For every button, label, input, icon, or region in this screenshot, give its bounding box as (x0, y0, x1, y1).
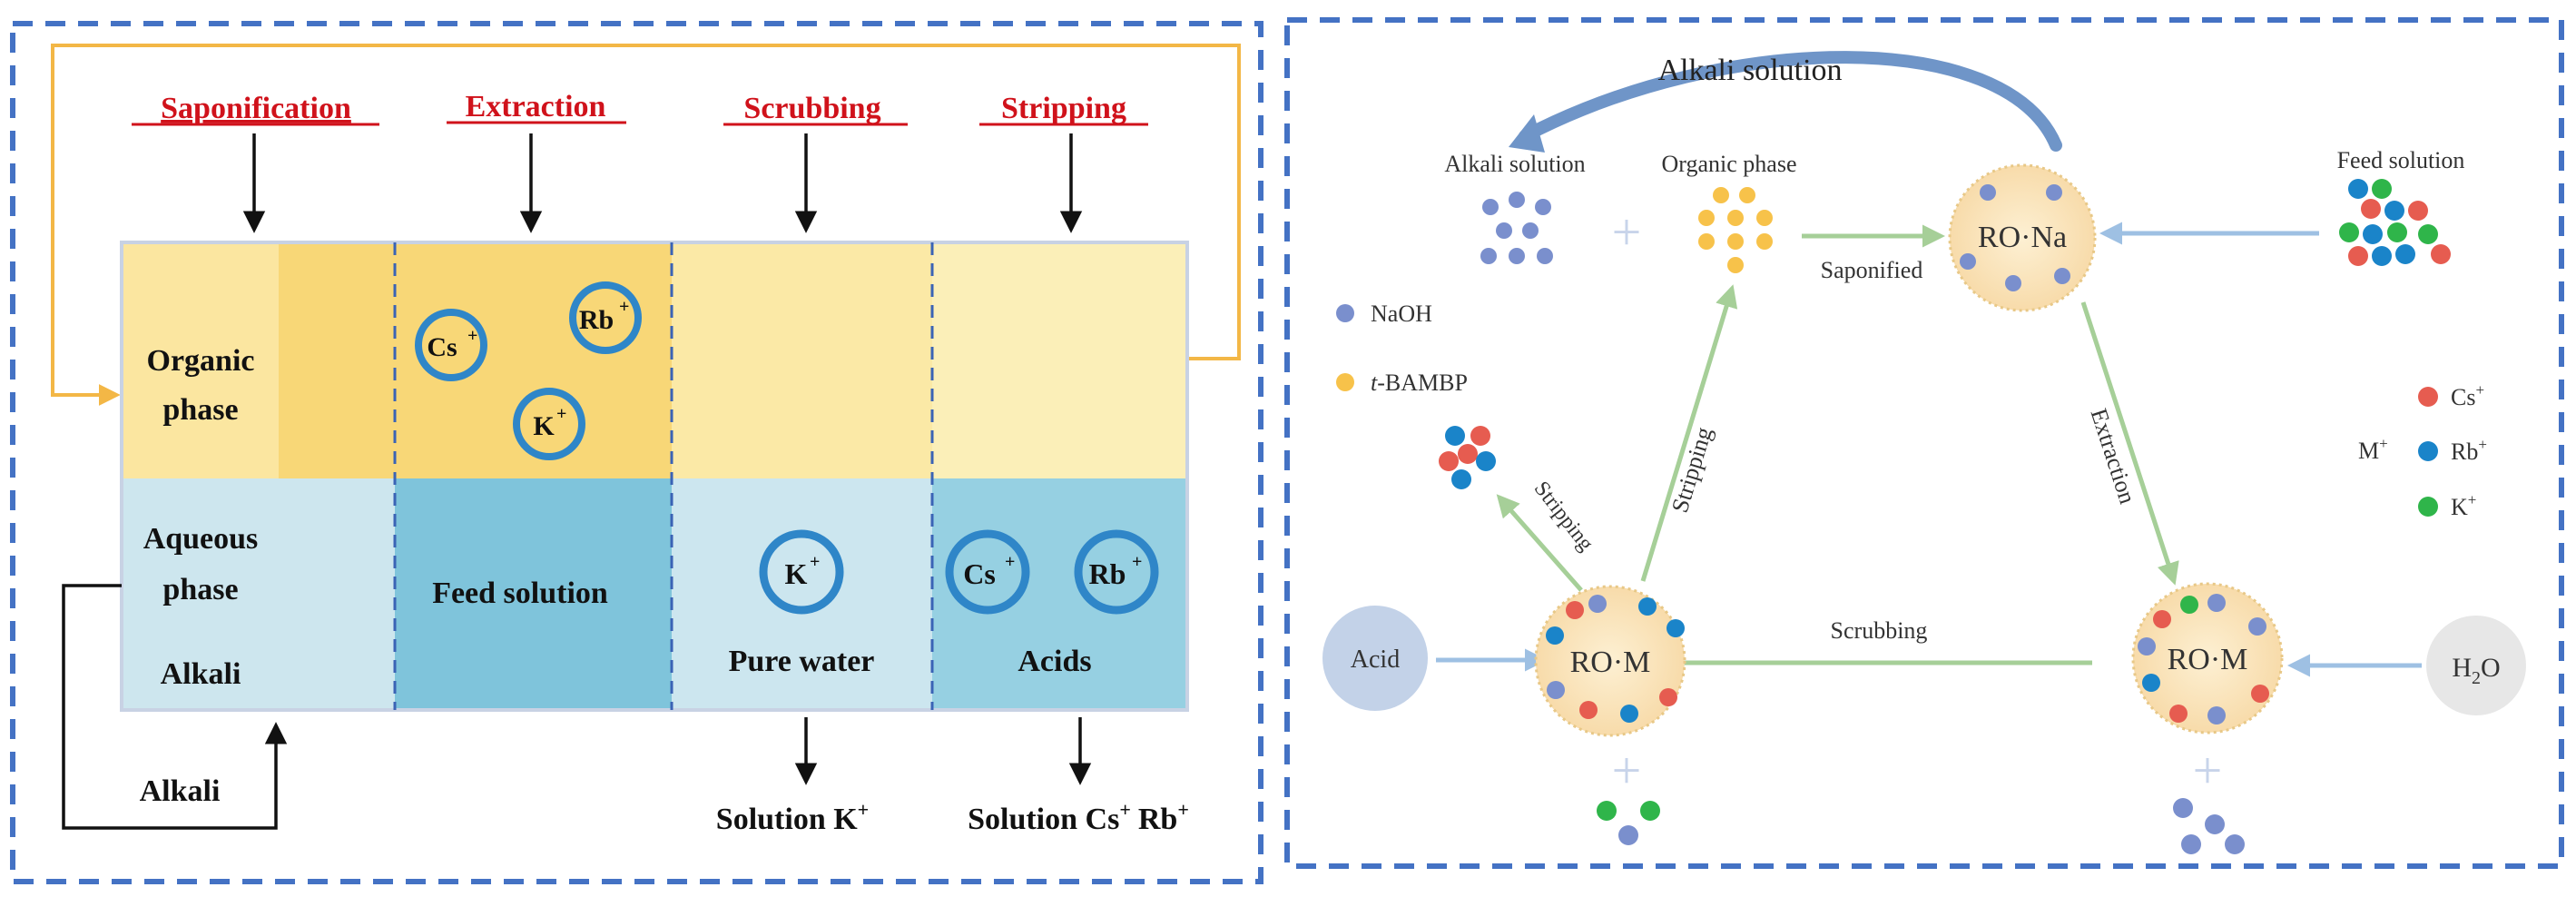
svg-text:H2O: H2O (2452, 653, 2500, 688)
step-saponification: Saponification (161, 92, 351, 125)
legend-naoh-dot (1336, 304, 1354, 322)
feed-aqueous-block-2 (395, 478, 672, 710)
h2o-node: H2O (2426, 616, 2526, 715)
arrow-extraction (2080, 301, 2179, 586)
legend-k-label: K+ (2451, 491, 2476, 520)
solution-k-label: Solution K+ (716, 798, 869, 836)
svg-text:+: + (619, 297, 629, 317)
k-dot-cluster (1597, 801, 1660, 845)
arrow-stripping-diagonal (1640, 284, 1738, 582)
ro-na-cell: RO·Na (1948, 163, 2097, 312)
ion-rb-extraction: Rb + (569, 281, 642, 354)
stripping-diagonal-label: Stripping (1667, 424, 1717, 516)
svg-text:K: K (785, 557, 808, 590)
legend-bambp-label: t-BAMBP (1371, 370, 1468, 396)
ro-m-right-cell: RO·M (2131, 582, 2284, 734)
feed-solution-label-right: Feed solution (2337, 147, 2465, 173)
svg-text:+: + (1005, 552, 1015, 572)
alkali-solution-label: Alkali solution (1444, 151, 1585, 177)
feed-solution-label: Feed solution (432, 577, 608, 610)
organic-phase-label: Organic phase (1662, 151, 1797, 177)
legend-cs-dot (2418, 387, 2438, 407)
plus-sign-left: + (1612, 741, 1642, 800)
legend-right: Cs+ M+ Rb+ K+ (2358, 381, 2487, 520)
svg-text:+: + (467, 326, 477, 346)
step-scrubbing: Scrubbing (743, 92, 880, 125)
alkali-label-inside: Alkali (161, 657, 241, 691)
organic-phase-label-1: Organic (147, 344, 255, 378)
svg-text:Acid: Acid (1351, 646, 1400, 674)
organic-phase-label-2: phase (162, 393, 238, 427)
acids-label: Acids (1018, 645, 1091, 678)
arrow-stripping-left (1496, 494, 1583, 592)
left-panel: Saponification Extraction Scrubbing Stri… (51, 44, 1241, 836)
alkali-curve-arrowhead (1509, 114, 1545, 153)
pure-water-label: Pure water (729, 645, 875, 678)
legend-rb-label: Rb+ (2451, 436, 2487, 465)
legend-cs-label: Cs+ (2451, 381, 2484, 410)
ion-rb-stripping: Rb + (1074, 529, 1159, 615)
extraction-organic-block-2 (395, 242, 672, 478)
step-extraction: Extraction (466, 90, 606, 123)
alkali-solution-top-label: Alkali solution (1657, 54, 1842, 87)
svg-text:Cs: Cs (963, 557, 996, 590)
feed-dot-cluster (2339, 179, 2451, 266)
svg-text:Rb: Rb (579, 305, 614, 335)
legend-m-label: M+ (2358, 435, 2388, 464)
naoh-small-cluster (2173, 798, 2245, 854)
extraction-organic-block (279, 242, 395, 478)
aqueous-phase-block (122, 478, 279, 710)
svg-text:Cs: Cs (427, 332, 457, 362)
svg-text:RO·Na: RO·Na (1978, 221, 2067, 254)
acid-node: Acid (1322, 606, 1428, 711)
strip-organic-block (932, 242, 1187, 478)
bambp-dot-cluster (1698, 187, 1773, 273)
alkali-label-bottom: Alkali (140, 774, 221, 808)
ion-k-scrubbing: K + (759, 529, 844, 615)
aqueous-phase-label-2: phase (162, 573, 238, 606)
svg-text:K: K (533, 411, 555, 441)
plus-sign-right: + (2193, 741, 2223, 800)
legend-bambp-dot (1336, 373, 1354, 391)
scrub-organic-block (672, 242, 932, 478)
svg-text:RO·M: RO·M (2168, 643, 2248, 676)
ion-cs-extraction: Cs + (415, 309, 487, 381)
legend-naoh-label: NaOH (1371, 301, 1432, 327)
svg-text:Rb: Rb (1089, 557, 1126, 590)
svg-text:+: + (1132, 552, 1142, 572)
feed-aqueous-block (279, 478, 395, 710)
scrubbing-label: Scrubbing (1831, 617, 1928, 644)
step-stripping: Stripping (1001, 92, 1126, 125)
aqueous-phase-label-1: Aqueous (143, 522, 259, 556)
alkali-recycle-line (62, 584, 288, 830)
alkali-curve-arrow (1519, 51, 2062, 152)
column-outline (120, 241, 1189, 712)
right-panel-frame (1284, 17, 2564, 869)
feedback-line (51, 44, 1241, 406)
plus-sign-top: + (1612, 202, 1642, 261)
left-panel-frame (10, 21, 1263, 884)
legend-rb-dot (2418, 441, 2438, 461)
organic-phase-block (122, 242, 279, 478)
solution-cs-rb-label: Solution Cs+Rb+ (968, 798, 1189, 836)
legend-k-dot (2418, 497, 2438, 517)
svg-text:RO·M: RO·M (1570, 646, 1651, 679)
naoh-dot-cluster (1480, 192, 1553, 264)
legend-left: NaOH t-BAMBP (1336, 301, 1468, 396)
svg-text:+: + (556, 404, 566, 424)
saponified-label: Saponified (1821, 257, 1923, 283)
right-panel: Alkali solution Alkali solution Organic … (1322, 51, 2526, 854)
stripped-dot-cluster (1439, 426, 1496, 489)
ion-cs-stripping: Cs + (945, 529, 1030, 615)
svg-text:+: + (810, 552, 820, 572)
scrub-aqueous-block (672, 478, 932, 710)
ro-m-left-cell: RO·M (1534, 585, 1686, 737)
ion-k-extraction: K + (513, 388, 585, 460)
